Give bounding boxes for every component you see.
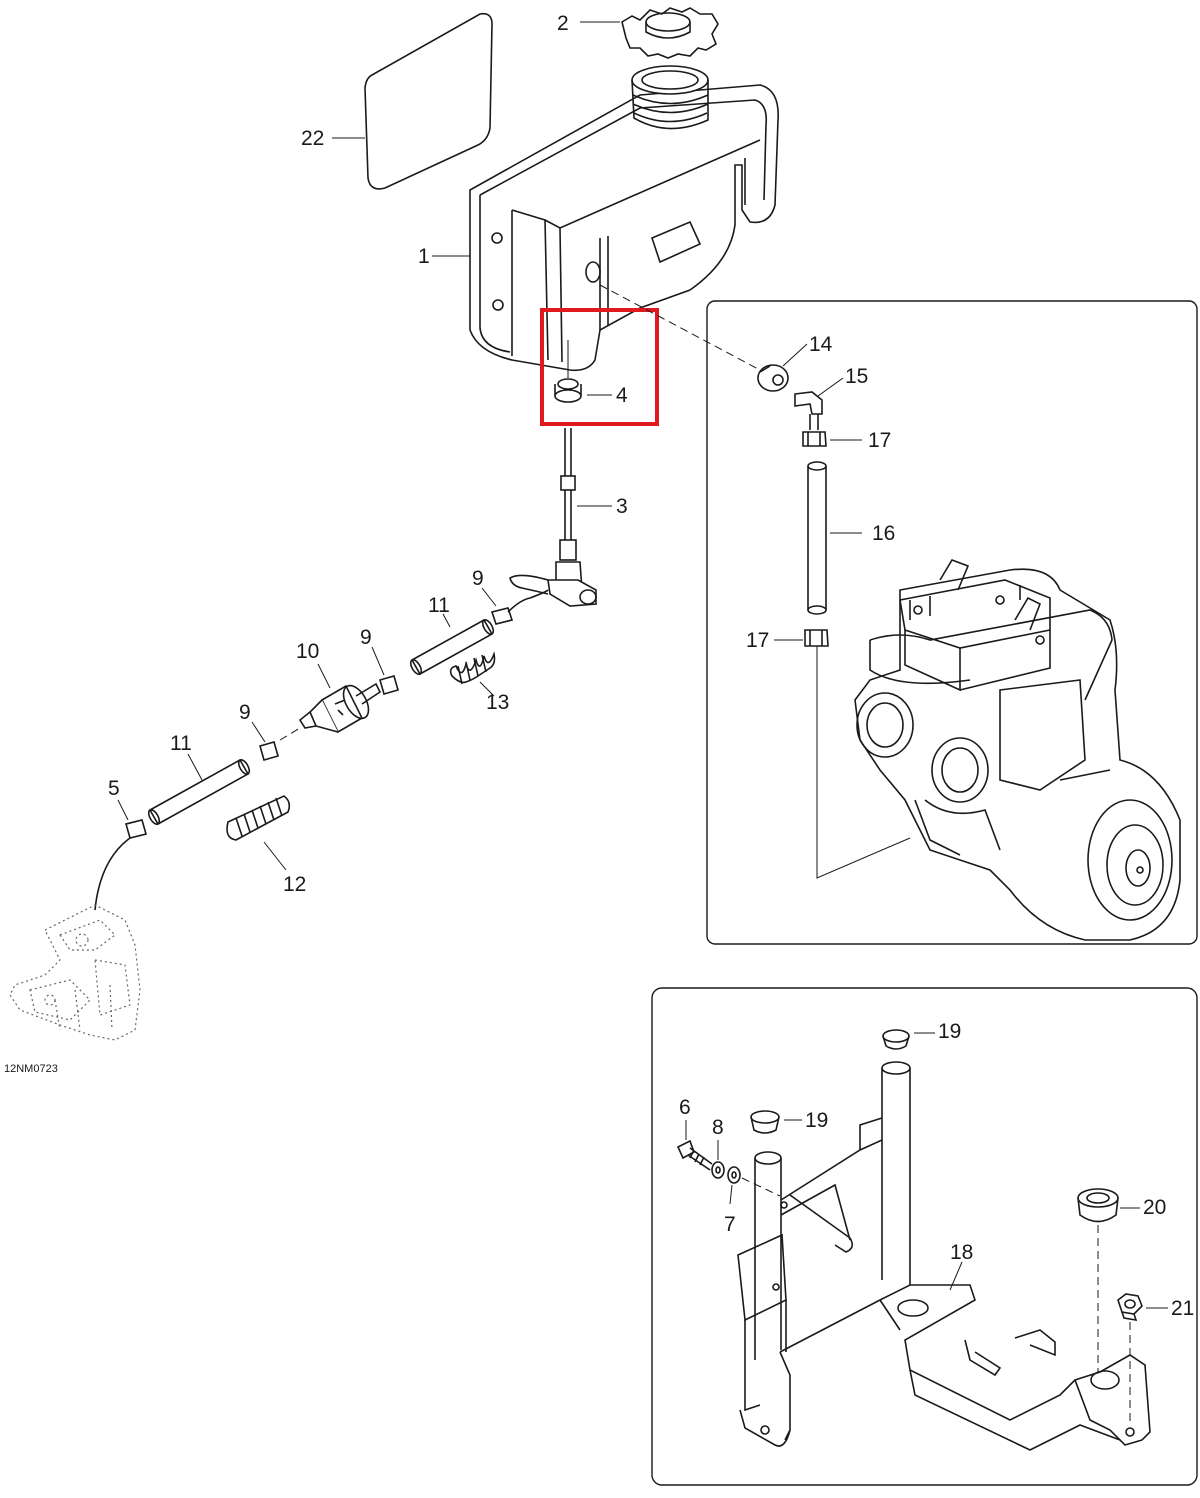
plug-19-side — [750, 1110, 780, 1134]
fuel-pickup-3 — [509, 428, 597, 607]
reference-code: 12NM0723 — [4, 1063, 58, 1075]
plug-19-top — [882, 1029, 910, 1050]
gasket — [364, 12, 493, 190]
leader-18 — [949, 1261, 963, 1291]
part-label-11-a: 11 — [428, 594, 450, 617]
leader-12 — [263, 841, 287, 871]
grommet-14 — [757, 364, 789, 392]
part-label-9-a: 9 — [472, 567, 484, 590]
fuel-line-to-engine — [816, 646, 911, 879]
dash-line-bolt — [741, 1177, 781, 1197]
highlight-box — [540, 308, 659, 426]
carburetor-dotted — [9, 904, 141, 1041]
leader-14 — [782, 343, 808, 367]
part-label-14: 14 — [809, 333, 833, 356]
part-label-4: 4 — [616, 384, 628, 407]
fuel-line-to-carb — [94, 837, 131, 911]
clamp-5 — [125, 819, 147, 839]
fuel-tank — [469, 84, 779, 372]
grommet-4 — [554, 340, 582, 403]
leader-9a — [481, 587, 497, 607]
washer-7 — [727, 1166, 741, 1184]
part-label-8: 8 — [712, 1116, 724, 1139]
part-label-3: 3 — [616, 495, 628, 518]
leader-9b — [371, 646, 385, 676]
leader-11b — [187, 753, 203, 781]
part-label-6: 6 — [679, 1096, 691, 1119]
part-label-13: 13 — [486, 691, 510, 714]
part-label-19-side: 19 — [805, 1109, 829, 1132]
grommet-20 — [1077, 1188, 1119, 1223]
leader-15 — [817, 377, 844, 397]
part-label-22: 22 — [301, 127, 325, 150]
hose-11-b — [147, 758, 251, 826]
part-label-7: 7 — [724, 1213, 736, 1236]
part-label-20: 20 — [1143, 1196, 1167, 1219]
part-label-16: 16 — [872, 522, 896, 545]
part-label-21: 21 — [1171, 1297, 1195, 1320]
clamp-9-c — [259, 741, 279, 761]
part-label-18: 18 — [950, 1241, 974, 1264]
part-label-17-bottom: 17 — [746, 629, 770, 652]
fuel-cap — [621, 7, 719, 59]
part-label-17-top: 17 — [868, 429, 892, 452]
part-label-9-b: 9 — [360, 626, 372, 649]
part-label-5: 5 — [108, 777, 120, 800]
dash-line-filter — [279, 727, 301, 741]
clamp-17-top — [802, 431, 827, 447]
leader-10 — [317, 663, 331, 689]
part-label-11-b: 11 — [170, 732, 192, 755]
leader-5 — [117, 799, 129, 821]
elbow-fitting-15 — [794, 391, 823, 430]
part-label-15: 15 — [845, 365, 869, 388]
hose-16 — [807, 461, 827, 615]
leader-9c — [251, 721, 266, 743]
clamp-17-bottom — [804, 629, 829, 647]
nut-21 — [1117, 1293, 1143, 1322]
clamp-9-a — [490, 589, 549, 625]
bracket-18 — [737, 1061, 1151, 1451]
filler-neck — [631, 65, 709, 130]
inset-box-engine — [706, 300, 1198, 945]
part-label-12: 12 — [283, 873, 307, 896]
leader-13 — [479, 681, 495, 697]
leader-7 — [729, 1184, 733, 1205]
inset-box-bracket — [651, 987, 1198, 1486]
part-label-1: 1 — [418, 245, 430, 268]
part-label-2: 2 — [557, 12, 569, 35]
hose-11-a — [409, 618, 495, 676]
clamp-9-b — [379, 675, 399, 695]
dash-line-tank — [599, 284, 761, 371]
leader-11a — [442, 613, 451, 628]
engine — [854, 559, 1181, 941]
fuel-filter-10 — [298, 682, 382, 734]
part-label-10: 10 — [296, 640, 320, 663]
washer-8 — [711, 1161, 725, 1179]
spring-12 — [226, 795, 291, 841]
part-label-9-c: 9 — [239, 701, 251, 724]
spring-13 — [449, 651, 496, 685]
part-label-19-top: 19 — [938, 1020, 962, 1043]
bolt-6 — [676, 1139, 713, 1171]
